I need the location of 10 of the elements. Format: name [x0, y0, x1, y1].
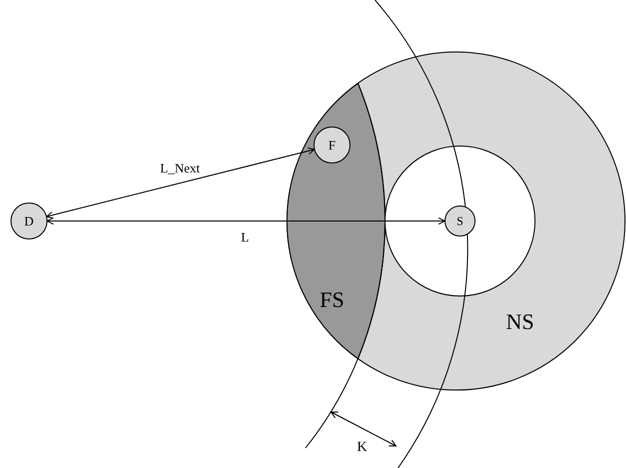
node-label: S [456, 215, 464, 227]
node-label: FS [320, 289, 344, 311]
node-label: F [328, 138, 336, 152]
node-label: D [24, 214, 34, 228]
edge-label: L [239, 230, 251, 244]
arrow [46, 147, 316, 219]
dimension-label: K [356, 441, 368, 455]
node-label: NS [506, 311, 534, 333]
arrow [46, 217, 446, 225]
edge-label: L_Next [158, 162, 202, 174]
